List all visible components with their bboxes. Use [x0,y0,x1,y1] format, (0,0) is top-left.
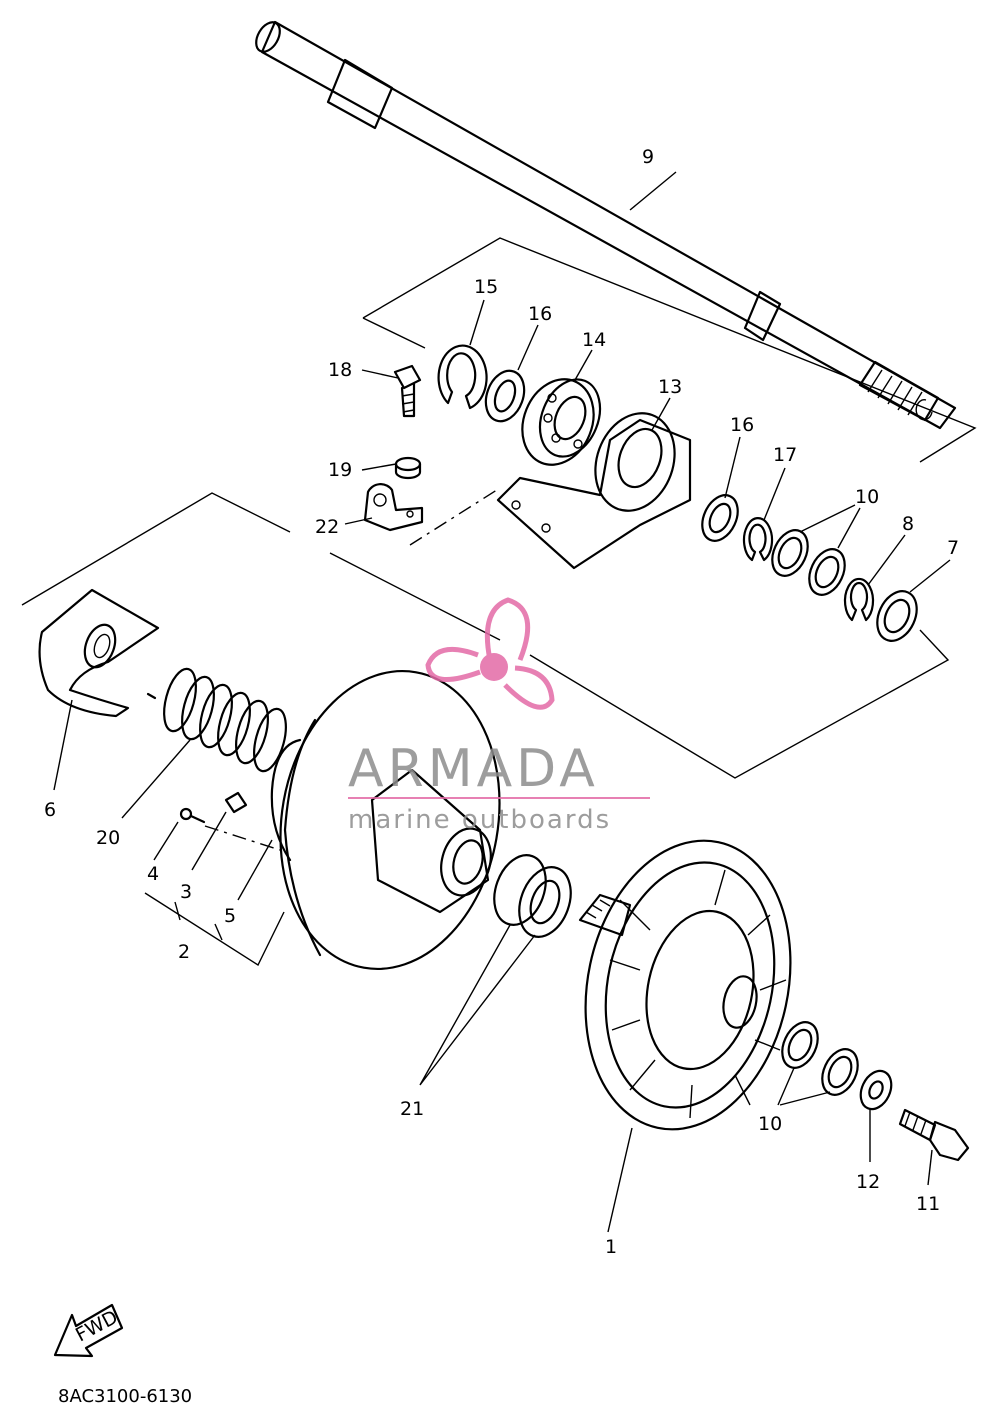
spacer-part-10-lower-a [781,1021,819,1069]
callout-19: 19 [328,459,352,481]
propeller-logo-icon [425,597,555,710]
watermark-brand: ARMADA [348,739,599,799]
callout-7: 7 [947,537,959,559]
bearing-part-14 [521,378,602,466]
callout-9: 9 [642,146,654,168]
washer-part-16-lower [701,494,739,542]
screw-part-4 [179,807,206,824]
callout-14: 14 [582,329,606,351]
washer-part-7 [876,590,918,642]
washer-part-16-upper [484,369,526,423]
callout-5: 5 [224,905,236,927]
callout-16-lower: 16 [730,414,754,436]
fixed-sheave-part-1 [578,839,792,1131]
callout-16-upper: 16 [528,303,552,325]
bushing-part-21 [493,854,572,938]
callout-21: 21 [400,1098,424,1120]
assembly-line-lower [204,825,281,851]
movable-sheave-part-2 [270,669,501,971]
brand-watermark: ARMADA marine outboards [348,597,650,835]
grommet-part-19 [394,456,422,480]
bearing-housing-part-13 [496,412,692,570]
watermark-tagline: marine outboards [348,805,611,835]
spacer-part-10-upper-a [771,529,809,577]
spring-part-20 [146,667,287,773]
callout-8: 8 [902,513,914,535]
callout-22: 22 [315,516,339,538]
lower-group-boundary [21,492,950,779]
upper-group-boundary [362,237,977,463]
spacer-part-10-lower-b [821,1048,859,1096]
callout-4: 4 [147,863,159,885]
circlip-part-15 [437,344,488,410]
callout-20: 20 [96,827,120,849]
washer-part-12 [859,1069,893,1111]
assembly-line-upper [409,487,501,546]
drive-shaft-part-9 [255,20,957,430]
slider-part-3 [224,791,248,814]
callout-6: 6 [44,799,56,821]
fwd-arrow-icon: FWD [53,1303,124,1358]
diagram-part-code: 8AC3100-6130 [58,1386,192,1407]
callout-1: 1 [605,1236,617,1258]
fwd-label: FWD [72,1306,121,1346]
circlip-part-8 [843,577,875,622]
callout-18: 18 [328,359,352,381]
callout-3: 3 [180,881,192,903]
callout-15: 15 [474,276,498,298]
spacer-part-10-upper-b [808,548,846,596]
callout-12: 12 [856,1171,880,1193]
cam-part-6 [38,588,160,718]
bolt-part-18 [393,364,422,418]
callout-17: 17 [773,444,797,466]
callout-labels: 1 2 3 4 5 6 7 8 9 10 10 11 12 13 14 15 1… [44,146,959,1258]
callout-11: 11 [916,1193,940,1215]
callout-2: 2 [178,941,190,963]
callout-10-lower: 10 [758,1113,782,1135]
bolt-part-11 [898,1108,970,1162]
callout-13: 13 [658,376,682,398]
circlip-part-17 [742,517,774,562]
callout-10-upper: 10 [855,486,879,508]
clamp-part-22 [363,483,424,532]
leader-lines [53,171,951,1233]
